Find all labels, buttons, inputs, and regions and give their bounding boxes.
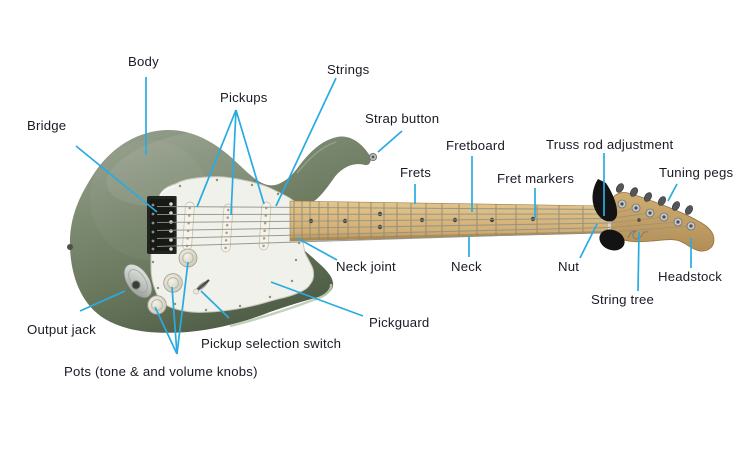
tone-knob-1 (163, 273, 183, 293)
pickup-middle (220, 203, 234, 253)
label-fret-markers: Fret markers (497, 171, 575, 186)
line-pots-3 (176, 261, 189, 355)
line-strap-button (377, 130, 403, 153)
label-pickguard: Pickguard (369, 315, 430, 330)
fender-logo (627, 230, 669, 240)
strap-button (368, 152, 378, 162)
label-pots: Pots (tone & and volume knobs) (64, 364, 258, 379)
label-strap-button: Strap button (365, 111, 440, 126)
label-neck-joint: Neck joint (336, 259, 396, 274)
line-pickups-3 (235, 109, 265, 205)
label-fretboard: Fretboard (446, 138, 505, 153)
line-tuning-pegs (667, 183, 678, 202)
fret-markers (308, 211, 536, 230)
line-output-jack (79, 290, 126, 312)
label-strings: Strings (327, 62, 370, 77)
label-string-tree: String tree (591, 292, 655, 307)
line-strings (275, 77, 337, 207)
line-pots-1 (154, 306, 178, 355)
line-neck-joint (296, 237, 338, 261)
line-pickups-2 (230, 109, 237, 216)
line-pickups-1 (196, 109, 237, 208)
line-nut (579, 223, 598, 259)
pickup-selector-switch (193, 279, 210, 295)
label-bridge: Bridge (27, 118, 67, 133)
line-switch (200, 290, 230, 319)
label-truss-rod-adjustment: Truss rod adjustment (546, 137, 674, 152)
line-pots-2 (171, 286, 178, 355)
leader-lines (75, 77, 692, 355)
label-nut: Nut (558, 259, 580, 274)
tuner-bushings (617, 199, 696, 231)
tuning-pegs (615, 183, 696, 231)
headstock-strings (609, 203, 692, 233)
bridge-screws (151, 203, 155, 251)
label-headstock: Headstock (658, 269, 723, 284)
tone-knob-2 (147, 295, 167, 315)
rear-strap-button (67, 244, 73, 250)
fretboard-edge (290, 231, 608, 241)
label-tuning-pegs: Tuning pegs (659, 165, 734, 180)
label-output-jack: Output jack (27, 322, 96, 337)
line-bridge (75, 145, 158, 213)
label-pickup-selection-switch: Pickup selection switch (201, 336, 342, 351)
bridge (147, 196, 177, 254)
line-pickguard (270, 281, 364, 317)
jack-hole (131, 280, 141, 290)
line-string-tree (637, 231, 640, 292)
label-frets: Frets (400, 165, 432, 180)
horn-edge-highlight (296, 141, 337, 174)
label-neck: Neck (451, 259, 482, 274)
label-pickups: Pickups (220, 90, 268, 105)
label-body: Body (128, 54, 159, 69)
